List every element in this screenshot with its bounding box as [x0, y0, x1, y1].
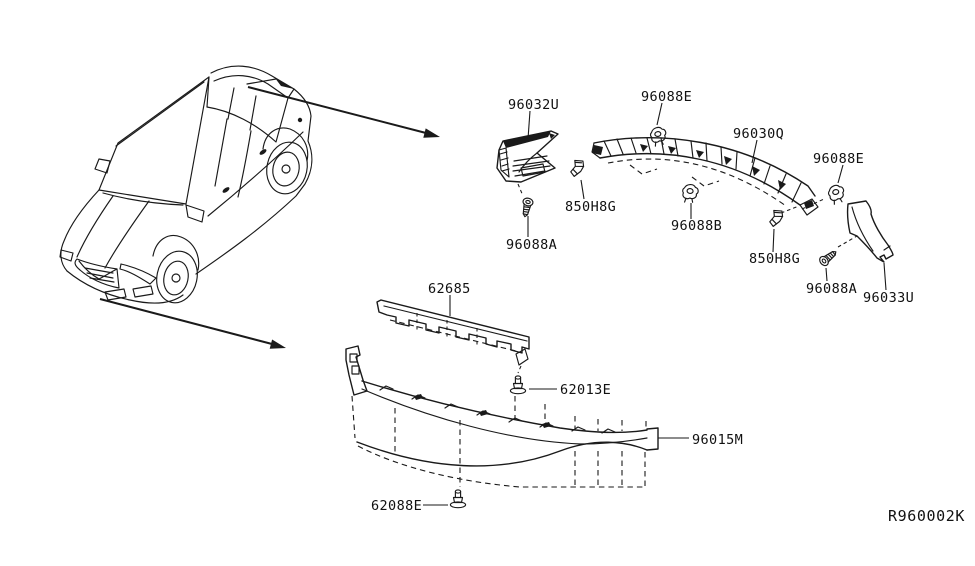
- part-label-96015m: 96015M: [692, 432, 743, 448]
- part-drawing-96015m: [345, 345, 659, 488]
- rivet-icon: [768, 208, 785, 229]
- rear-wheel: [266, 141, 308, 195]
- part-label-96088a-right: 96088A: [806, 281, 857, 297]
- pin-clip-icon: [509, 375, 527, 395]
- dashed-link-96030q-clip: [801, 198, 825, 210]
- callout-arrow-front-spoiler: [99, 298, 286, 349]
- part-drawing-62685: [376, 299, 530, 366]
- part-drawing-96032u: [496, 130, 559, 183]
- part-label-62685: 62685: [428, 281, 471, 297]
- clip-icon: [681, 183, 700, 204]
- screw-icon: [519, 196, 535, 219]
- screw-icon: [817, 247, 840, 268]
- dashed-link-screw-96033u: [837, 235, 858, 248]
- clip-icon: [826, 183, 848, 206]
- part-label-96088a-left: 96088A: [506, 237, 557, 253]
- dashed-link-96032u-screw: [517, 183, 524, 197]
- diagram-code: R960002K: [888, 507, 965, 525]
- part-label-96088b: 96088B: [671, 218, 722, 234]
- rivet-icon: [569, 158, 586, 179]
- callout-arrow-roof-spoiler: [247, 86, 440, 138]
- dashed-link-rivet-96030q: [780, 205, 800, 214]
- part-label-96030q: 96030Q: [733, 126, 784, 142]
- part-label-96088e-right: 96088E: [813, 151, 864, 167]
- front-wheel: [156, 250, 198, 304]
- part-label-96032u: 96032U: [508, 97, 559, 113]
- part-label-850h8g-right: 850H8G: [749, 251, 800, 267]
- part-drawing-96030q: [591, 137, 819, 216]
- pin-clip-icon: [449, 489, 467, 509]
- part-label-62088e: 62088E: [371, 498, 422, 514]
- part-label-850h8g-left: 850H8G: [565, 199, 616, 215]
- clip-icon: [648, 125, 669, 148]
- part-label-96033u: 96033U: [863, 290, 914, 306]
- part-label-96088e-top: 96088E: [641, 89, 692, 105]
- leader-lines: [423, 102, 887, 506]
- dashed-link-62685-clip: [517, 365, 522, 374]
- vehicle-illustration: [59, 65, 313, 304]
- part-drawing-96033u: [846, 200, 894, 263]
- part-label-62013e: 62013E: [560, 382, 611, 398]
